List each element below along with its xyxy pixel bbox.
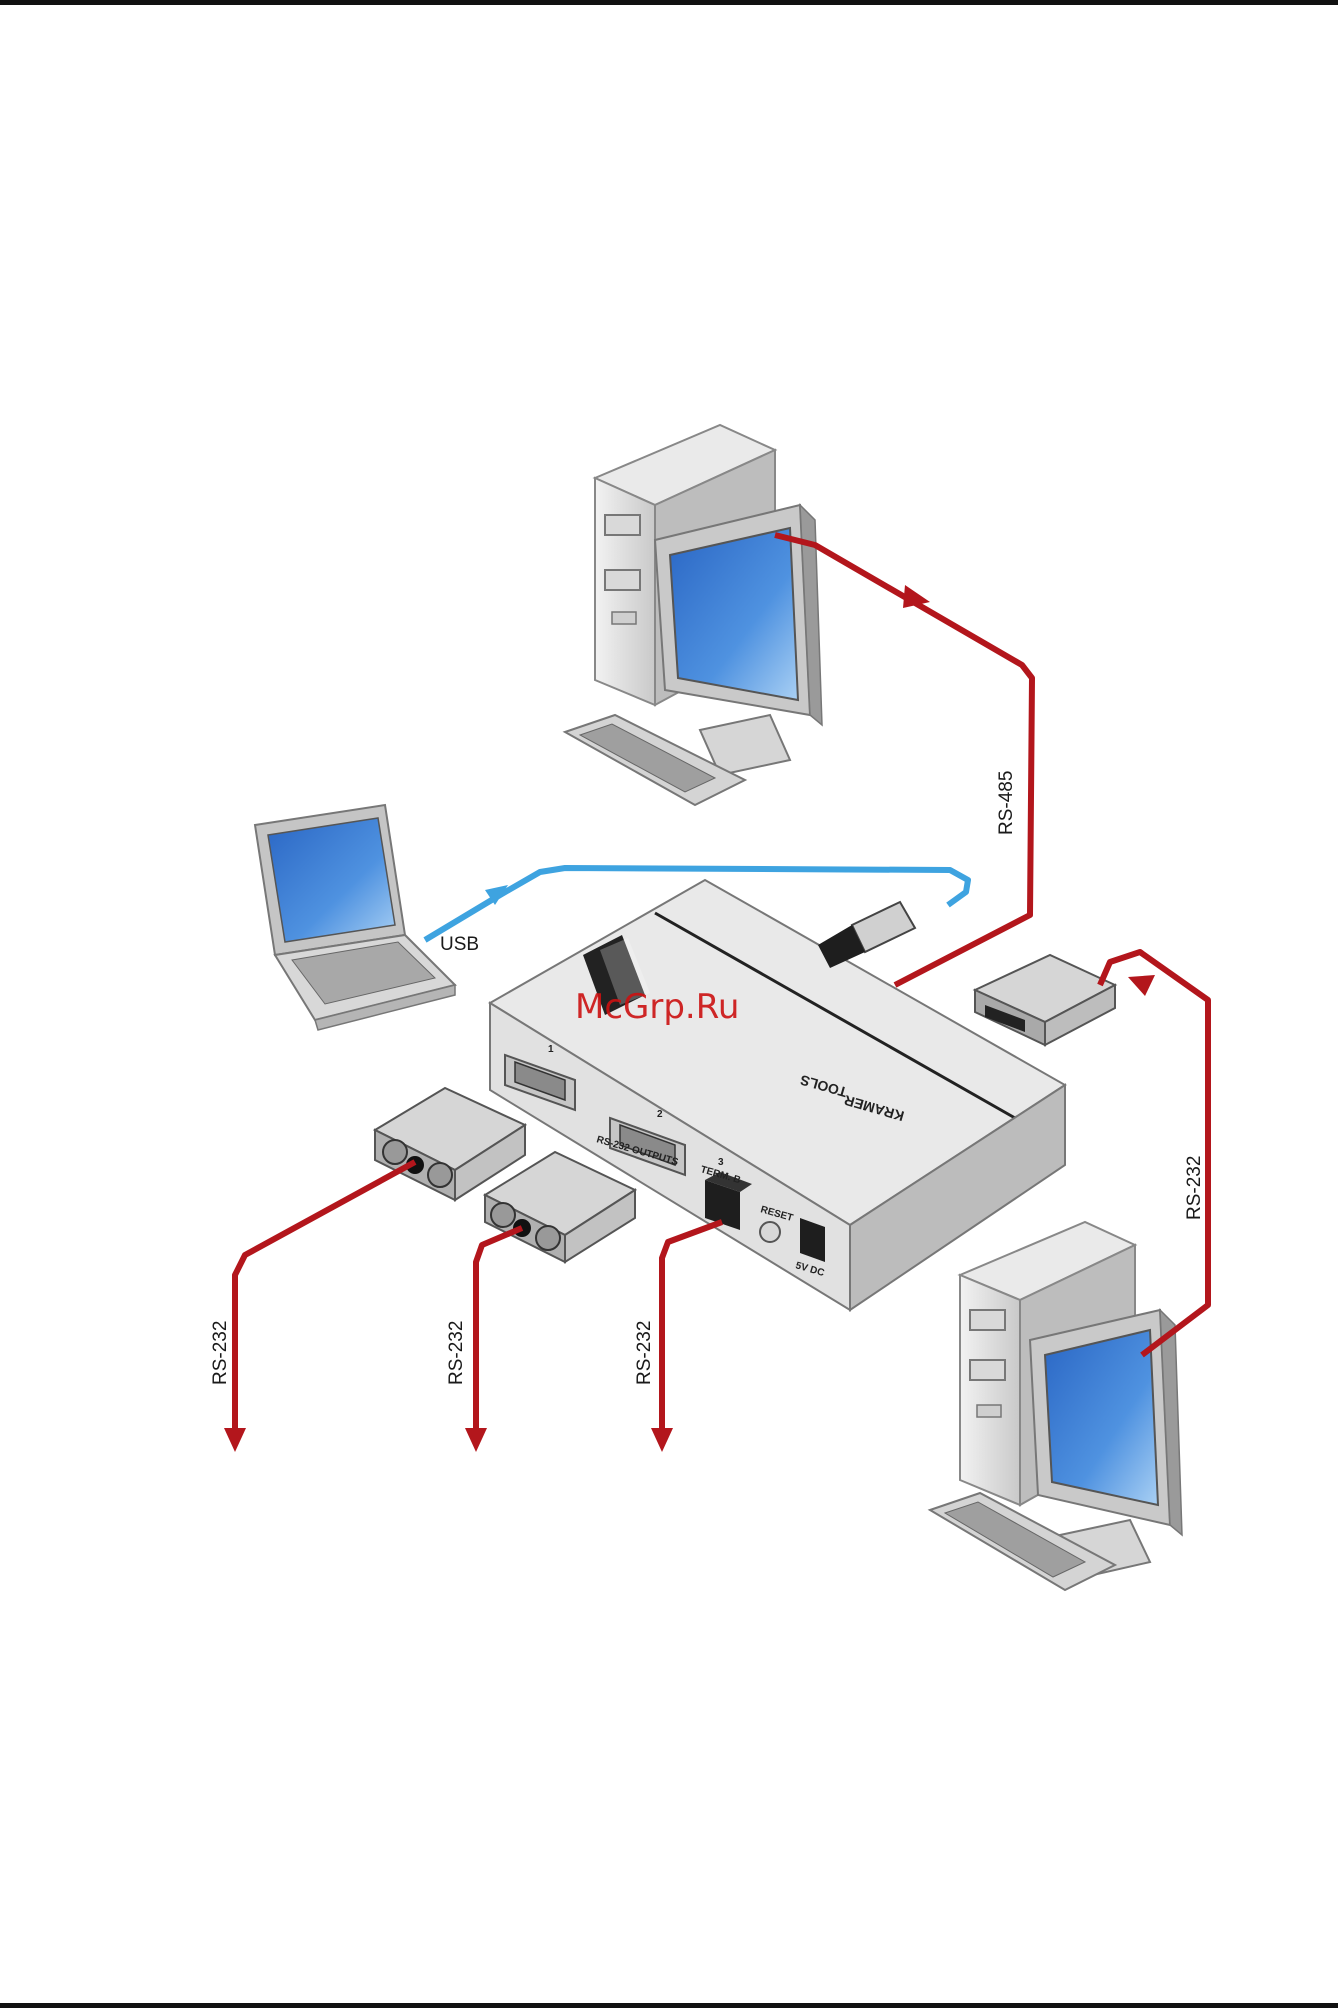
right-computer bbox=[930, 1222, 1182, 1590]
rs232-cable-out2 bbox=[476, 1228, 522, 1435]
rs232-out3-label: RS-232 bbox=[634, 1321, 655, 1385]
usb-label: USB bbox=[440, 934, 479, 955]
top-computer bbox=[565, 425, 822, 805]
rs485-arrow bbox=[903, 585, 930, 608]
rs232-cable-out3 bbox=[662, 1222, 722, 1435]
rs232-out2-arrow bbox=[465, 1428, 487, 1452]
rs232-right-label: RS-232 bbox=[1184, 1156, 1205, 1220]
watermark: McGrp.Ru bbox=[575, 987, 739, 1027]
laptop bbox=[255, 805, 455, 1030]
rs232-right-arrow bbox=[1128, 975, 1155, 996]
top-monitor bbox=[655, 505, 822, 775]
db9-connector-out2 bbox=[485, 1152, 635, 1262]
rs485-label: RS-485 bbox=[996, 771, 1017, 835]
rs232-cable-out1 bbox=[235, 1162, 415, 1435]
rs232-out2-label: RS-232 bbox=[446, 1321, 467, 1385]
port-3-label: 3 bbox=[718, 1157, 724, 1168]
port-1-label: 1 bbox=[548, 1044, 554, 1055]
rs232-out1-label: RS-232 bbox=[210, 1321, 231, 1385]
port-2-label: 2 bbox=[657, 1109, 663, 1120]
rs232-out3-arrow bbox=[651, 1428, 673, 1452]
usb-plug bbox=[818, 902, 915, 968]
rs232-out1-arrow bbox=[224, 1428, 246, 1452]
bottom-rule bbox=[0, 2003, 1338, 2008]
rs485-db9-connector bbox=[975, 955, 1115, 1045]
